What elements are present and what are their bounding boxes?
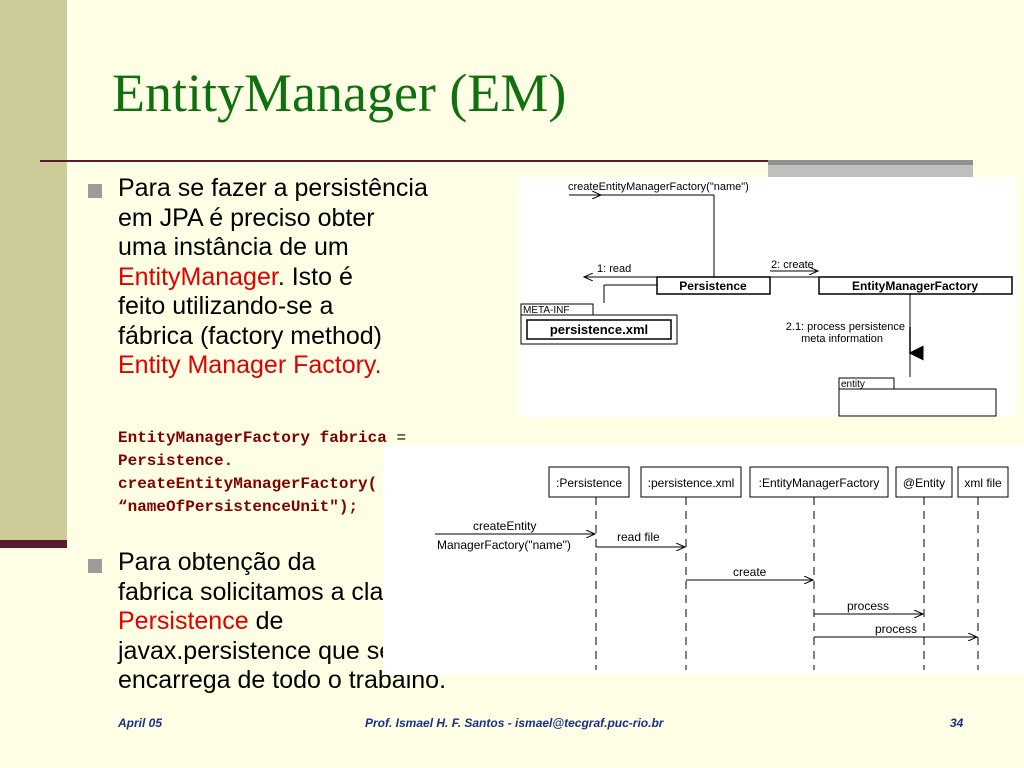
read-label: 1: read bbox=[597, 263, 631, 275]
lifeline-box bbox=[957, 466, 1009, 498]
bullet1-text: . Isto é bbox=[277, 262, 353, 291]
persistence-xml-box bbox=[526, 319, 672, 340]
slide-title: EntityManager (EM) bbox=[112, 63, 567, 123]
bullet-text-1: Para se fazer a persistência em JPA é pr… bbox=[118, 174, 428, 381]
process-label-1: 2.1: process persistence bbox=[786, 321, 905, 333]
lifeline-label: :EntityManagerFactory bbox=[759, 476, 880, 490]
emf-label: EntityManagerFactory bbox=[852, 279, 978, 293]
bullet-square-icon bbox=[88, 184, 102, 198]
highlight-entitymanager: EntityManager bbox=[118, 262, 278, 291]
bullet1-line: em JPA é preciso obter bbox=[118, 203, 375, 232]
lifeline-box bbox=[895, 466, 953, 498]
code-line: Persistence. bbox=[118, 452, 234, 470]
process-label-2: meta information bbox=[801, 333, 883, 345]
title-divider-block-dark bbox=[768, 160, 973, 165]
collaboration-diagram: createEntityManagerFactory("name") 1: re… bbox=[519, 177, 1016, 417]
message-label: ManagerFactory("name") bbox=[437, 538, 571, 552]
call-label: createEntityManagerFactory("name") bbox=[568, 181, 749, 193]
bullet1-line: feito utilizando-se a bbox=[118, 292, 334, 320]
bullet-square-icon bbox=[88, 559, 102, 573]
bullet1-line: Para se fazer a persistência bbox=[118, 174, 428, 202]
message-label: createEntity bbox=[473, 519, 536, 533]
message-label: read file bbox=[617, 530, 660, 544]
code-snippet: EntityManagerFactory fabrica = Persistenc… bbox=[118, 427, 406, 519]
side-decoration-accent bbox=[0, 540, 67, 548]
footer-author: Prof. Ismael H. F. Santos - ismael@tecgr… bbox=[365, 716, 664, 730]
bullet2-line: javax.persistence que se bbox=[118, 636, 394, 665]
bullet2-line: Para obtenção da bbox=[118, 548, 316, 576]
footer-page-number: 34 bbox=[950, 716, 964, 730]
bullet2-line: Persistence de bbox=[118, 607, 446, 637]
entity-label: entity bbox=[841, 379, 865, 390]
code-line: createEntityManagerFactory( bbox=[118, 475, 378, 493]
bullet1-line: fábrica (factory method) bbox=[118, 321, 382, 350]
sequence-diagram: :Persistence :persistence.xml :EntityMan… bbox=[383, 445, 1024, 675]
lifeline-label: :persistence.xml bbox=[648, 476, 735, 490]
lifeline-label: @Entity bbox=[903, 476, 945, 490]
lifeline-box bbox=[749, 466, 889, 498]
entity-folder bbox=[838, 388, 997, 417]
bullet-text-2: Para obtenção da fabrica solicitamos a c… bbox=[118, 548, 446, 696]
code-line: “nameOfPersistenceUnit"); bbox=[118, 498, 359, 516]
meta-inf-label: META-INF bbox=[523, 305, 569, 316]
code-operator: = bbox=[396, 429, 407, 447]
bullet1-line: EntityManager. Isto é bbox=[118, 263, 428, 293]
create-label: 2: create bbox=[771, 259, 814, 271]
lifeline-label: xml file bbox=[964, 476, 1002, 490]
persistence-box bbox=[656, 276, 771, 295]
bullet2-text: de bbox=[248, 607, 284, 635]
lifeline-label: :Persistence bbox=[556, 476, 622, 490]
bullet1-line: uma instância de um bbox=[118, 233, 349, 261]
persistence-xml-label: persistence.xml bbox=[550, 322, 648, 337]
message-label: process bbox=[875, 622, 917, 636]
message-label: create bbox=[733, 565, 767, 579]
code-line: EntityManagerFactory fabrica = bbox=[118, 427, 406, 450]
title-divider bbox=[40, 160, 775, 162]
lifeline-box bbox=[548, 466, 630, 498]
bullet2-line: fabrica solicitamos a classe bbox=[118, 577, 423, 606]
highlight-emf: Entity Manager Factory. bbox=[118, 351, 382, 379]
highlight-persistence: Persistence bbox=[118, 607, 249, 635]
emf-box bbox=[818, 276, 1013, 295]
code-text: EntityManagerFactory fabrica bbox=[118, 429, 397, 447]
footer-date: April 05 bbox=[118, 716, 163, 730]
message-label: process bbox=[847, 599, 889, 613]
side-decoration-bar bbox=[0, 0, 67, 545]
persistence-label: Persistence bbox=[679, 279, 747, 293]
lifeline-box bbox=[640, 466, 742, 498]
